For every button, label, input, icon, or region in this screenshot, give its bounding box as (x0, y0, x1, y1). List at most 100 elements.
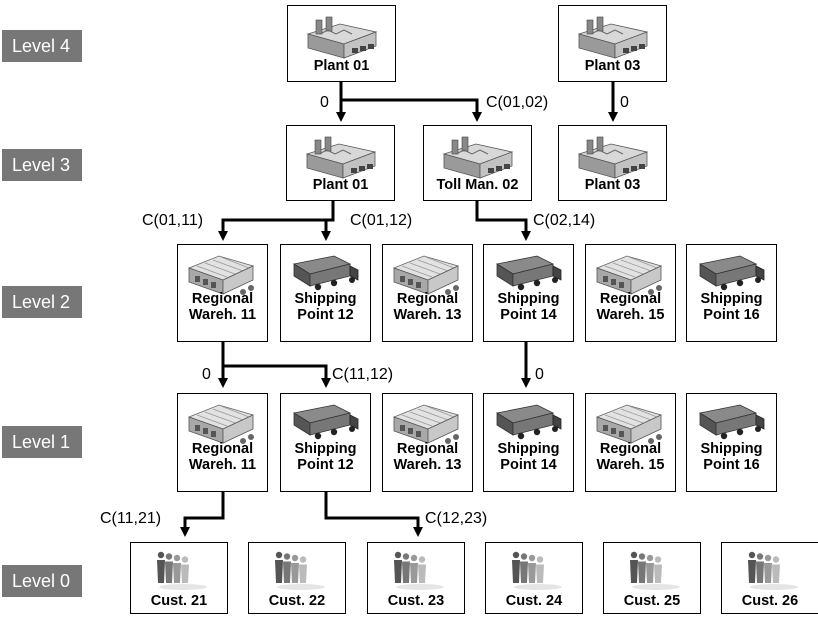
node-l2-regional-wareh-15-label-line: Regional (599, 291, 662, 307)
level-0-label: Level 0 (2, 565, 82, 597)
node-l0-cust-21-label-line: Cust. 21 (150, 593, 208, 609)
node-l0-cust-22: Cust. 22 (248, 542, 346, 614)
node-l4-plant-01-label-line: Plant 01 (313, 58, 370, 74)
node-l1-shipping-point-12-label-line: Point 12 (297, 457, 354, 473)
node-l3-plant-03: Plant 03 (558, 125, 667, 201)
level-1-label: Level 1 (2, 426, 82, 458)
node-l4-plant-03: Plant 03 (558, 5, 667, 82)
level-4-label: Level 4 (2, 30, 82, 62)
edge-label-l1sp12-c23: C(12,23) (425, 510, 488, 527)
truck-icon (698, 404, 764, 440)
node-l3-plant-01: Plant 01 (286, 125, 395, 201)
truck-icon (292, 404, 358, 440)
node-l0-cust-21: Cust. 21 (130, 542, 228, 614)
edge-label-l2w11-l1w11: 0 (202, 366, 211, 383)
warehouse-icon (187, 255, 254, 295)
node-l1-regional-wareh-13-label-line: Regional (396, 441, 459, 457)
edge-label-l2w11-l1sp12: C(11,12) (332, 366, 394, 383)
node-l2-regional-wareh-11-label-line: Regional (191, 291, 254, 307)
edge-l1sp12-c23 (324, 492, 423, 537)
node-l3-plant-03-label-line: Plant 03 (584, 177, 641, 193)
edge-l1w11-c21 (180, 492, 225, 537)
node-l2-shipping-point-16-label-line: Shipping (700, 291, 763, 307)
node-l1-regional-wareh-13-label-line: Wareh. 13 (393, 457, 462, 473)
node-l1-regional-wareh-11-label-line: Wareh. 11 (188, 457, 257, 473)
level-3-label: Level 3 (2, 149, 82, 181)
edge-label-l2sp14-l1sp14: 0 (535, 366, 544, 383)
node-l0-cust-25: Cust. 25 (603, 542, 701, 614)
customers-icon (512, 551, 562, 590)
node-l0-cust-26-label-line: Cust. 26 (741, 593, 799, 609)
warehouse-icon (595, 255, 662, 295)
node-l0-cust-24: Cust. 24 (485, 542, 583, 614)
level-2-label: Level 2 (2, 286, 82, 318)
plant-icon (306, 16, 377, 59)
edge-label-l4p01-l3toll02: C(01,02) (486, 94, 549, 111)
node-l0-cust-25-label: Cust. 25 (604, 593, 700, 609)
node-l0-cust-21-label: Cust. 21 (131, 593, 227, 609)
node-l2-regional-wareh-13-label-line: Regional (396, 291, 459, 307)
node-l2-shipping-point-14-label-line: Point 14 (500, 307, 557, 323)
edge-label-l3toll02-l2sp14: C(02,14) (533, 212, 596, 229)
warehouse-icon (392, 255, 459, 295)
node-l3-toll-man-02: Toll Man. 02 (423, 125, 532, 201)
plant-icon (305, 136, 376, 179)
edge-l2w11-l1sp12 (223, 364, 331, 388)
truck-icon (495, 255, 561, 291)
plant-icon (577, 136, 648, 179)
node-l2-shipping-point-16-label-line: Point 16 (703, 307, 760, 323)
plant-icon (577, 16, 648, 59)
plant-icon (442, 136, 513, 179)
node-l0-cust-26: Cust. 26 (721, 542, 818, 614)
node-l0-cust-23-label-line: Cust. 23 (387, 593, 445, 609)
node-l0-cust-24-label: Cust. 24 (486, 593, 582, 609)
node-l2-regional-wareh-13-label-line: Wareh. 13 (393, 307, 462, 323)
node-l2-regional-wareh-11-label-line: Wareh. 11 (188, 307, 257, 323)
customers-icon (157, 551, 207, 590)
edge-l4p01-l3toll02 (341, 98, 482, 122)
edge-label-l1w11-c21: C(11,21) (100, 510, 162, 527)
node-l1-shipping-point-14-label-line: Shipping (497, 441, 560, 457)
node-l0-cust-24-label-line: Cust. 24 (505, 593, 563, 609)
customers-icon (748, 551, 798, 590)
edge-label-l3p01-l2sp12: C(01,12) (350, 212, 413, 229)
node-l3-plant-01-label: Plant 01 (287, 177, 394, 193)
node-l3-plant-01-label-line: Plant 01 (312, 177, 369, 193)
node-l1-shipping-point-14-label-line: Point 14 (500, 457, 557, 473)
edge-label-l4p01-l3p01: 0 (320, 94, 329, 111)
warehouse-icon (595, 404, 662, 444)
node-l0-cust-23-label: Cust. 23 (368, 593, 464, 609)
edge-l3p01-l2w11 (218, 201, 335, 241)
node-l3-toll-man-02-label: Toll Man. 02 (424, 177, 531, 193)
node-l2-shipping-point-12-label-line: Point 12 (297, 307, 354, 323)
node-l4-plant-01: Plant 01 (287, 5, 396, 82)
node-l4-plant-01-label: Plant 01 (288, 58, 395, 74)
edge-label-l4p03-l3p03: 0 (620, 94, 629, 111)
truck-icon (292, 255, 358, 291)
customers-icon (275, 551, 325, 590)
node-l0-cust-26-label: Cust. 26 (722, 593, 818, 609)
